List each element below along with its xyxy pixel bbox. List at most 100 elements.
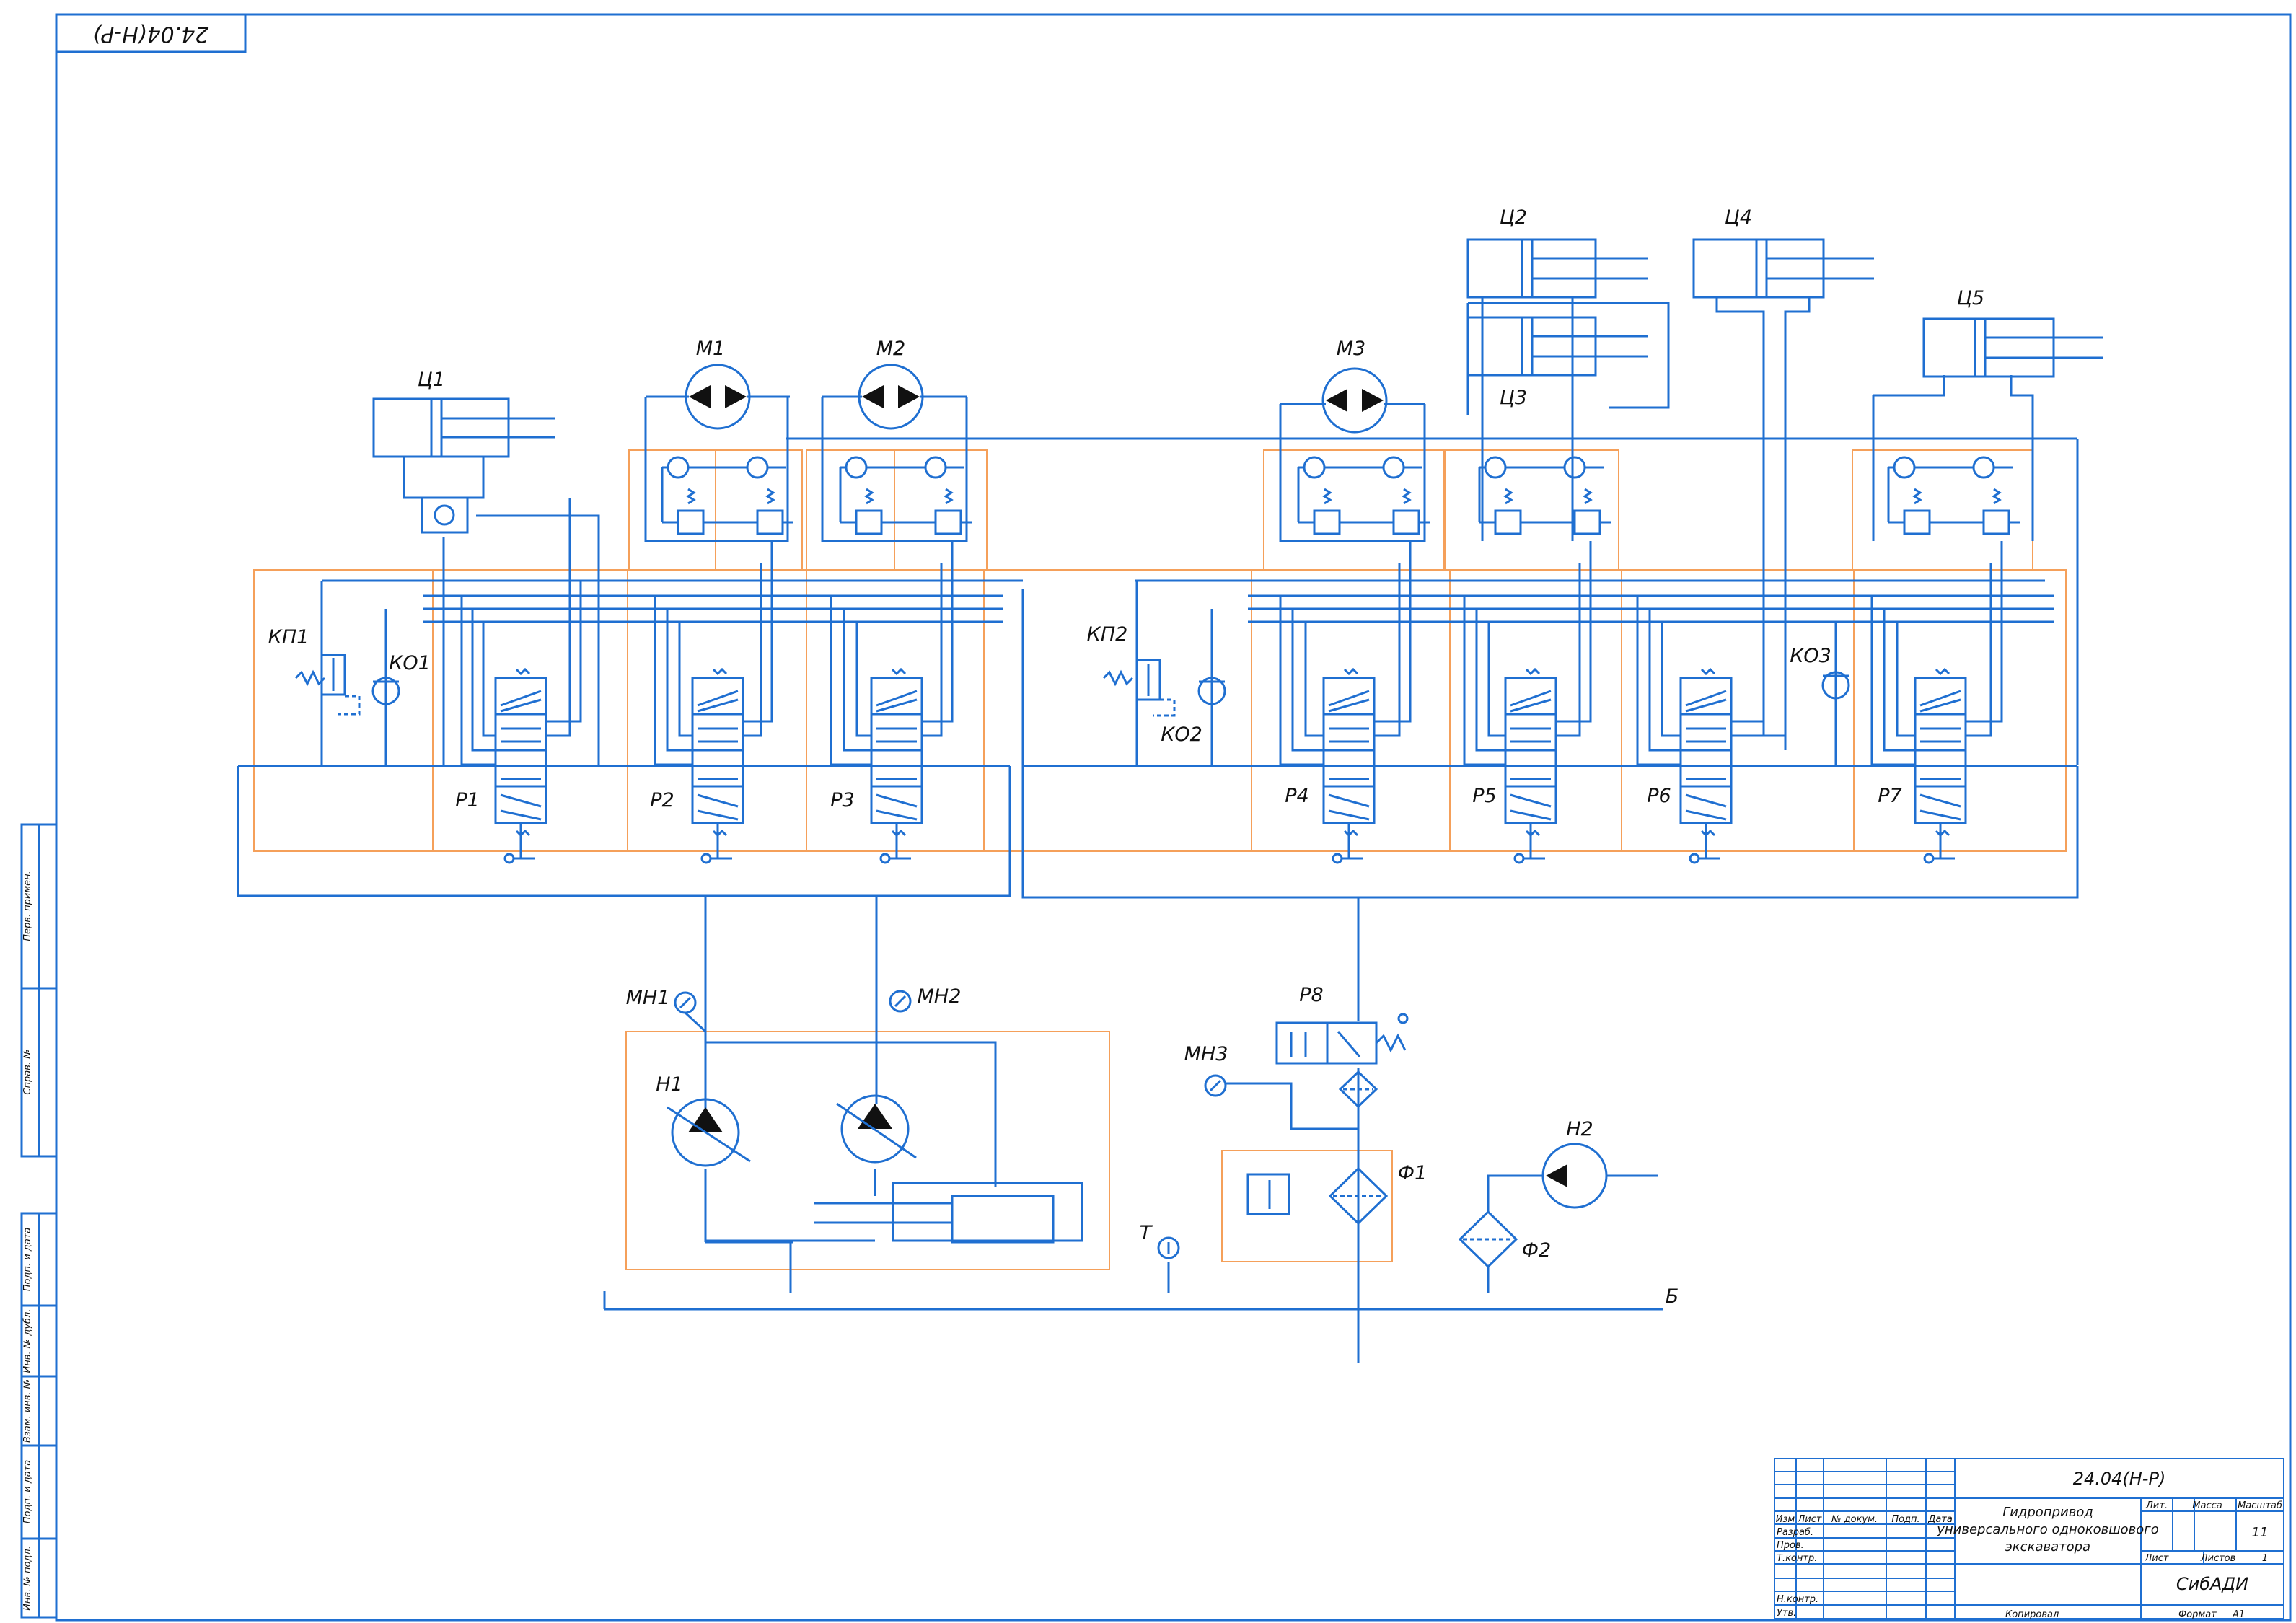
motor-m1: [685, 364, 751, 430]
sheet-frame: 24.04(Н-Р) Перв. примен. Справ. № Подп. …: [20, 13, 2292, 1622]
title-block-text: 24.04(Н-Р) Гидропривод универсального од…: [1776, 1469, 2282, 1620]
side-label-4: Инв. № дубл.: [22, 1309, 33, 1373]
cylinder-c3: [1466, 316, 1648, 377]
distributor-p7: [1914, 668, 1967, 864]
label-p7: Р7: [1878, 785, 1901, 807]
label-m3: М3: [1337, 338, 1365, 360]
thermometer-t: [1157, 1236, 1180, 1259]
label-p4: Р4: [1285, 785, 1308, 807]
pump-h2: [1541, 1143, 1608, 1209]
label-c1: Ц1: [418, 369, 445, 391]
distributor-p5: [1504, 668, 1557, 864]
side-label-5: Взам. инв. №: [22, 1379, 33, 1443]
col-list: Лист: [1798, 1514, 1822, 1525]
side-label-2: Справ. №: [22, 1049, 33, 1094]
distributor-p2: [691, 668, 744, 864]
row-nkontr: Н.контр.: [1777, 1594, 1818, 1605]
label-ko3: КО3: [1790, 645, 1831, 667]
scale-value: 11: [2252, 1525, 2269, 1540]
side-label-3: Подп. и дата: [22, 1228, 33, 1292]
col-date: Дата: [1927, 1514, 1953, 1525]
cylinder-c4: [1692, 238, 1874, 299]
label-h1: Н1: [656, 1073, 682, 1096]
organization: СибАДИ: [2176, 1574, 2248, 1594]
label-c4: Ц4: [1725, 206, 1752, 229]
distributor-p4: [1322, 668, 1376, 864]
distributor-port-lines: [460, 498, 2003, 766]
check-valve-ko3: [1821, 671, 1850, 700]
hydraulic-lines: [237, 296, 2079, 1363]
motor-subassembly-m3: [1297, 456, 1431, 535]
motor-m2: [858, 364, 924, 430]
row-utv: Утв.: [1777, 1608, 1796, 1619]
title-line-3: экскаватора: [2005, 1539, 2090, 1554]
side-label-7: Инв. № подл.: [22, 1546, 33, 1611]
row-prov: Пров.: [1777, 1540, 1804, 1551]
label-p1: Р1: [455, 789, 479, 812]
label-p2: Р2: [650, 789, 674, 812]
sheets-label: Листов: [2200, 1553, 2236, 1564]
col-doc: № докум.: [1831, 1514, 1878, 1525]
unit-enclosures: [253, 449, 2067, 1270]
label-p5: Р5: [1472, 785, 1496, 807]
component-labels: Ц1 Ц2 Ц3 Ц4 Ц5 М1 М2 М3 КП1 КП2 КО1 КО2 …: [268, 206, 1984, 1308]
label-tank: Б: [1666, 1285, 1679, 1308]
label-c3: Ц3: [1500, 387, 1527, 409]
title-code: 24.04(Н-Р): [2073, 1469, 2166, 1489]
distributor-p8: [1275, 1013, 1409, 1065]
top-code-stamp: 24.04(Н-Р): [93, 22, 209, 47]
filter-f1: [1246, 1070, 1389, 1226]
relief-valve-kp1: [294, 654, 361, 716]
pump-h1: [667, 1098, 751, 1167]
cylinder-c1: [372, 397, 555, 534]
servo-cylinder: [814, 1182, 1083, 1244]
lit-label: Лит.: [2145, 1500, 2168, 1511]
label-mh1: МН1: [626, 987, 670, 1009]
distributor-p3: [870, 668, 923, 864]
motor-subassembly-c2c3: [1478, 456, 1612, 535]
check-valve-ko2: [1197, 677, 1226, 705]
gauge-mh1: [674, 991, 707, 1033]
label-f2: Ф2: [1522, 1239, 1551, 1262]
title-line-1: Гидропривод: [2002, 1505, 2093, 1520]
distributor-p6: [1679, 668, 1733, 864]
sheets-value: 1: [2262, 1553, 2268, 1564]
filter-f2: [1458, 1210, 1518, 1269]
label-ko1: КО1: [389, 652, 431, 674]
mass-label: Масса: [2192, 1500, 2222, 1511]
label-kp2: КП2: [1087, 623, 1128, 646]
row-razrab: Разраб.: [1777, 1527, 1813, 1538]
cylinder-c2: [1466, 238, 1648, 299]
label-m1: М1: [696, 338, 725, 360]
cylinder-c5: [1922, 317, 2103, 378]
label-h2: Н2: [1566, 1118, 1593, 1140]
motor-m3: [1321, 367, 1388, 434]
label-c5: Ц5: [1957, 287, 1984, 309]
check-valve-ko1: [371, 677, 400, 705]
col-sign: Подп.: [1891, 1514, 1919, 1525]
distributor-p1: [494, 668, 547, 864]
side-label-6: Подп. и дата: [22, 1460, 33, 1524]
col-izm: Изм: [1776, 1514, 1795, 1525]
format-value: А1: [2232, 1609, 2245, 1620]
label-c2: Ц2: [1500, 206, 1527, 229]
scale-label: Масштаб: [2238, 1500, 2282, 1511]
label-t: Т: [1140, 1222, 1153, 1244]
title-block: [1774, 1458, 2284, 1619]
motor-subassembly-m1: [661, 456, 795, 535]
relief-valve-kp2: [1102, 659, 1176, 717]
motor-subassembly-m2: [839, 456, 973, 535]
pump-h1-2: [836, 1094, 917, 1164]
row-tkontr: Т.контр.: [1777, 1553, 1817, 1564]
label-m2: М2: [876, 338, 905, 360]
sheet-label: Лист: [2145, 1553, 2169, 1564]
motor-subassembly-c5: [1887, 456, 2021, 535]
label-ko2: КО2: [1161, 723, 1202, 746]
gauge-mh3: [1204, 1074, 1227, 1097]
label-f1: Ф1: [1398, 1162, 1427, 1184]
label-mh2: МН2: [918, 985, 962, 1008]
label-p8: Р8: [1299, 984, 1323, 1006]
label-p3: Р3: [830, 789, 854, 812]
title-line-2: универсального одноковшового: [1936, 1522, 2159, 1537]
